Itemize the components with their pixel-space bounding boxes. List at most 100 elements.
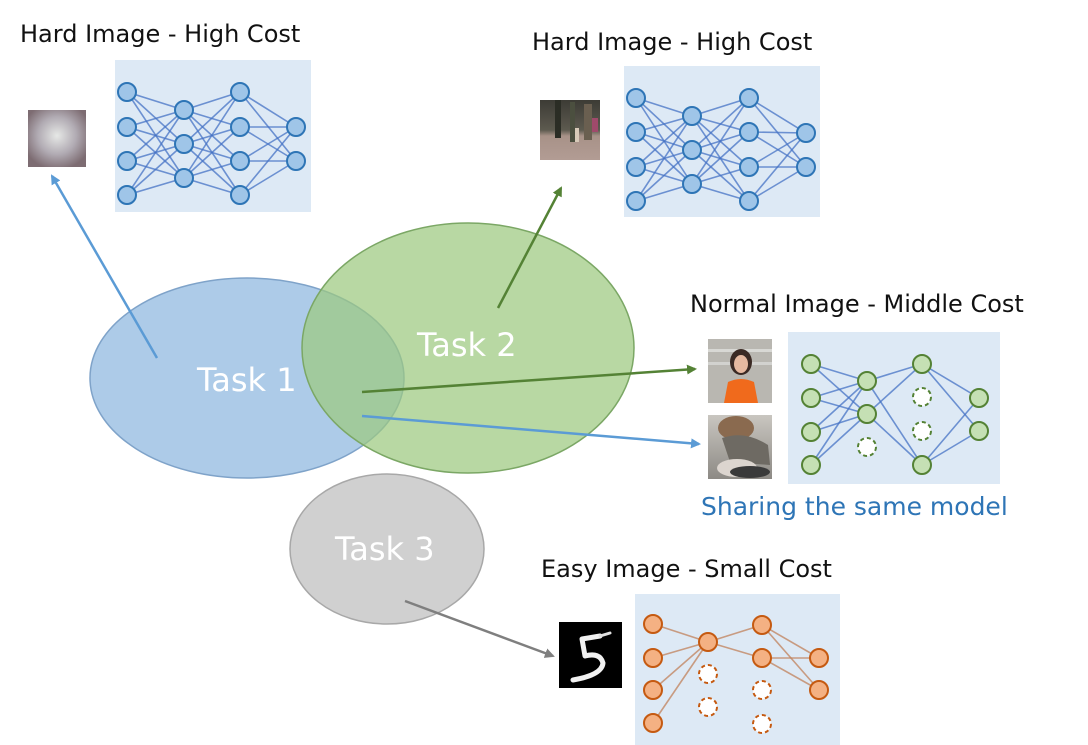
network-edge — [239, 91, 297, 128]
network-node-icon — [117, 185, 137, 205]
network-edge — [748, 132, 807, 168]
hard1-network — [117, 82, 306, 205]
dropped-node-icon — [752, 714, 772, 734]
network-edge — [921, 430, 980, 466]
network-node-icon — [286, 151, 306, 171]
network-edge — [691, 97, 750, 151]
task1-label: Task 1 — [196, 361, 297, 399]
dropped-node-icon — [698, 664, 718, 684]
network-node-icon — [698, 632, 718, 652]
network-node-icon — [801, 354, 821, 374]
normal-network-panel — [788, 332, 1000, 484]
network-edge — [761, 657, 820, 691]
hard1-title: Hard Image - High Cost — [20, 20, 300, 48]
network-edge — [810, 413, 868, 466]
arrow-task2-to-normal — [361, 364, 697, 394]
network-node-icon — [174, 100, 194, 120]
network-node-icon — [230, 117, 250, 137]
network-node-icon — [801, 455, 821, 475]
network-edge — [635, 115, 693, 202]
network-edge — [866, 413, 923, 466]
task2-label: Task 2 — [416, 326, 517, 364]
hard2-network-panel — [624, 66, 820, 217]
network-node-icon — [739, 191, 759, 211]
network-node-icon — [809, 680, 829, 700]
network-edge — [761, 624, 820, 659]
network-node-icon — [643, 648, 663, 668]
network-node-icon — [752, 615, 772, 635]
network-node-icon — [969, 388, 989, 408]
network-node-icon — [174, 134, 194, 154]
network-node-icon — [682, 174, 702, 194]
arrow-task2-to-hard2 — [496, 186, 563, 309]
hard2-title: Hard Image - High Cost — [532, 28, 812, 56]
network-edge — [635, 115, 693, 168]
network-node-icon — [643, 680, 663, 700]
network-node-icon — [643, 614, 663, 634]
network-edge — [748, 132, 807, 202]
easy-network — [643, 614, 829, 734]
network-node-icon — [230, 185, 250, 205]
arrow-task3-to-easy — [404, 599, 555, 658]
network-edge — [126, 143, 185, 196]
task3-ellipse[interactable] — [289, 473, 485, 625]
dropped-node-icon — [752, 680, 772, 700]
sharing-caption: Sharing the same model — [701, 492, 1008, 521]
person-washing-thumbnail — [708, 415, 772, 479]
network-edge — [691, 97, 750, 185]
blurry-face-thumbnail — [28, 110, 86, 167]
dropped-node-icon — [912, 421, 932, 441]
network-edge — [921, 397, 980, 466]
network-edge — [239, 160, 297, 196]
network-node-icon — [739, 157, 759, 177]
network-node-icon — [912, 455, 932, 475]
network-edge — [183, 126, 241, 179]
network-node-icon — [809, 648, 829, 668]
dropped-node-icon — [698, 697, 718, 717]
network-node-icon — [682, 140, 702, 160]
network-node-icon — [626, 191, 646, 211]
network-node-icon — [801, 422, 821, 442]
network-node-icon — [626, 157, 646, 177]
network-node-icon — [796, 123, 816, 143]
network-node-icon — [739, 88, 759, 108]
network-node-icon — [752, 648, 772, 668]
network-edge — [866, 380, 923, 466]
network-edge — [183, 91, 241, 179]
network-edge — [239, 126, 297, 162]
network-edge — [810, 380, 868, 466]
network-edge — [652, 641, 709, 691]
network-node-icon — [857, 404, 877, 424]
dropped-node-icon — [857, 437, 877, 457]
arrows — [50, 174, 701, 658]
network-edge — [921, 363, 980, 399]
network-node-icon — [801, 388, 821, 408]
network-edge — [652, 641, 709, 724]
task-ellipses: Task 1 Task 2 Task 3 — [89, 222, 635, 625]
network-node-icon — [117, 82, 137, 102]
mnist-digit-5-thumbnail — [559, 622, 622, 688]
network-node-icon — [739, 122, 759, 142]
arrow-task1-to-normal — [361, 414, 701, 449]
network-node-icon — [174, 168, 194, 188]
network-edge — [126, 109, 185, 196]
network-edge — [748, 166, 807, 202]
network-node-icon — [626, 88, 646, 108]
network-node-icon — [796, 157, 816, 177]
network-edge — [126, 109, 185, 162]
network-node-icon — [969, 421, 989, 441]
dropped-node-icon — [912, 387, 932, 407]
network-node-icon — [626, 122, 646, 142]
task2-ellipse[interactable] — [301, 222, 635, 474]
easy-title: Easy Image - Small Cost — [541, 555, 832, 583]
street-crowd-thumbnail — [540, 100, 600, 160]
network-edge — [810, 380, 868, 433]
network-edge — [183, 91, 241, 145]
hard2-network — [626, 88, 816, 211]
network-node-icon — [912, 354, 932, 374]
network-edge — [866, 363, 923, 415]
network-node-icon — [230, 151, 250, 171]
network-node-icon — [117, 117, 137, 137]
normal-network — [801, 354, 989, 475]
